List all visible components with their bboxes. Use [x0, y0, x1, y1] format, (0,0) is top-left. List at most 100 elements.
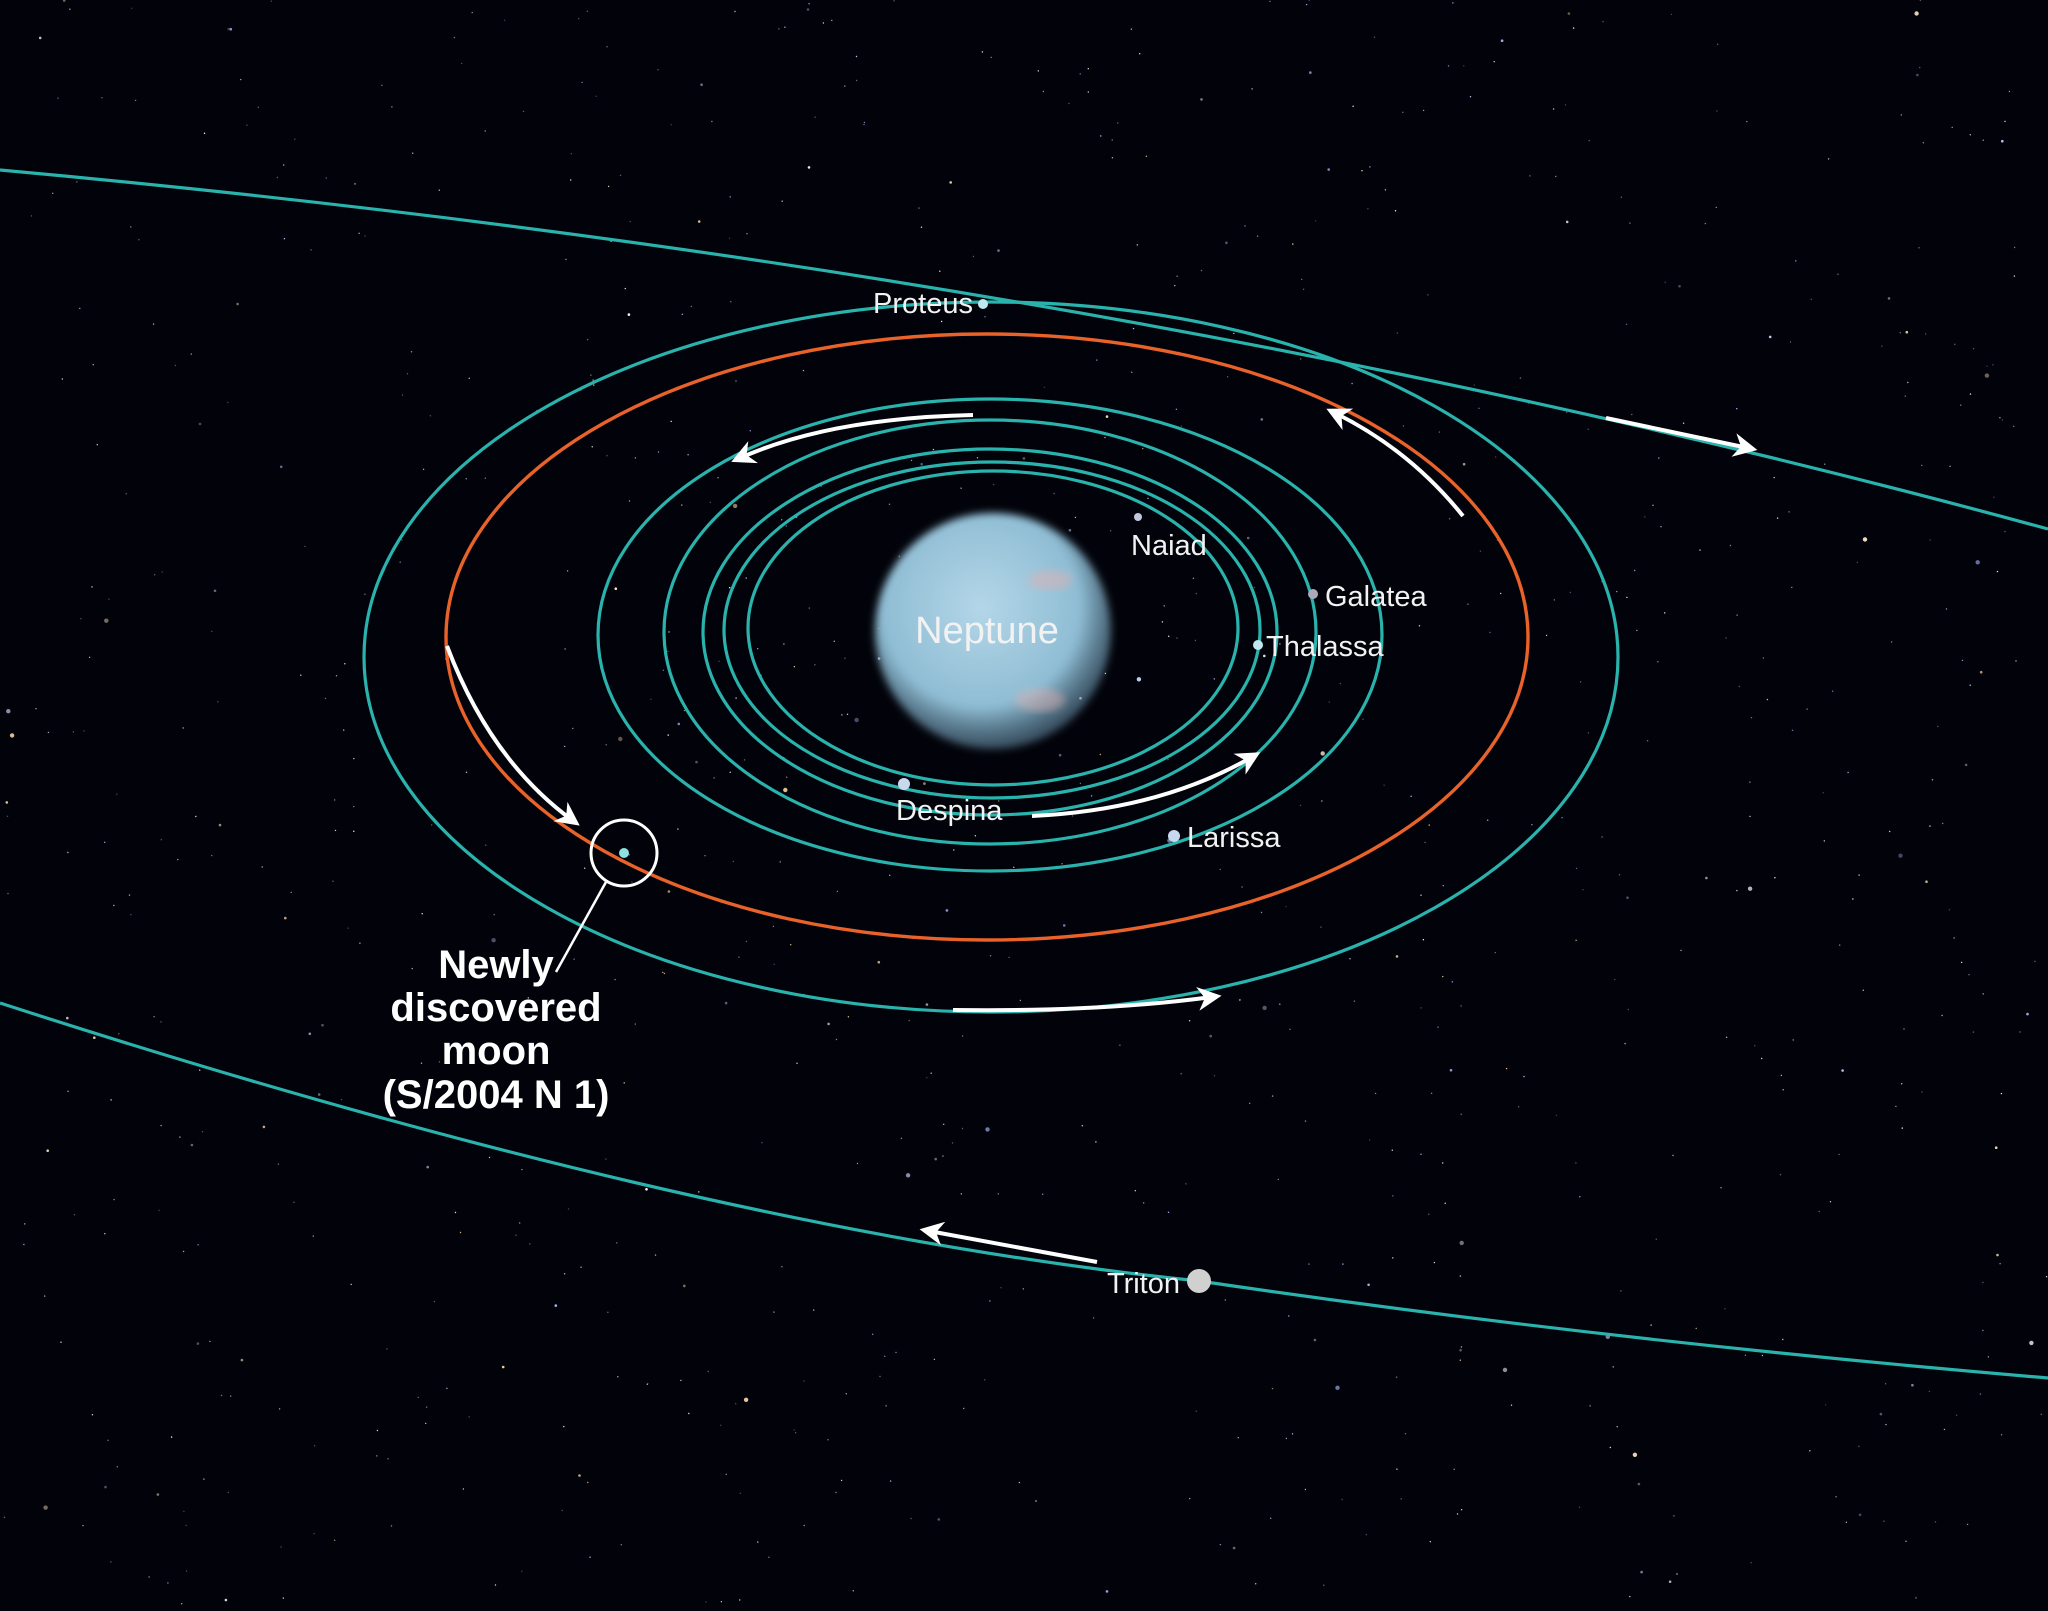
star	[304, 545, 306, 548]
star	[1951, 126, 1953, 129]
star	[1100, 135, 1102, 137]
star	[1901, 1083, 1903, 1085]
star	[681, 504, 683, 506]
star	[976, 457, 979, 459]
star	[182, 727, 184, 729]
star	[110, 1561, 112, 1563]
star	[889, 1480, 892, 1482]
star	[992, 483, 995, 486]
star	[1467, 603, 1469, 605]
star	[1136, 244, 1139, 246]
star	[667, 734, 669, 736]
star	[1858, 1513, 1862, 1517]
star	[1396, 332, 1399, 334]
star	[1904, 395, 1907, 397]
star	[735, 697, 737, 699]
star	[1629, 222, 1631, 224]
star	[1750, 717, 1753, 719]
star	[429, 415, 432, 417]
star	[203, 1478, 205, 1480]
star	[294, 138, 296, 140]
star	[2013, 425, 2015, 427]
naiad-dot	[1134, 513, 1142, 521]
star	[35, 708, 37, 710]
star	[1314, 220, 1317, 222]
star	[1373, 36, 1376, 38]
star	[80, 617, 82, 620]
star	[1588, 140, 1590, 142]
star	[529, 1243, 531, 1245]
star	[1986, 365, 1988, 367]
star	[399, 561, 401, 563]
star	[662, 669, 665, 671]
star	[1575, 1162, 1577, 1164]
star	[1510, 1404, 1513, 1406]
star	[381, 84, 383, 87]
star	[1188, 1020, 1191, 1022]
star	[1626, 896, 1629, 899]
star	[1999, 417, 2001, 419]
star	[1117, 122, 1119, 124]
star	[69, 8, 71, 10]
star	[586, 10, 588, 12]
star	[1442, 1162, 1444, 1164]
star	[698, 1191, 700, 1193]
star	[1984, 373, 1990, 378]
star	[131, 7, 133, 9]
star	[1019, 999, 1022, 1002]
star	[1132, 327, 1135, 330]
star	[278, 1408, 281, 1410]
star	[1523, 1075, 1525, 1078]
star	[1428, 1213, 1430, 1215]
star	[96, 444, 99, 446]
star	[844, 657, 846, 659]
star	[532, 1056, 535, 1058]
star	[1104, 672, 1107, 675]
star	[2045, 1276, 2048, 1278]
star	[38, 36, 42, 40]
star	[607, 185, 610, 188]
star	[1519, 377, 1522, 379]
star	[1478, 407, 1480, 409]
star	[1320, 751, 1325, 756]
star	[521, 1168, 523, 1171]
star	[1053, 492, 1055, 495]
star	[1948, 909, 1951, 911]
star	[1111, 139, 1113, 141]
star	[1473, 384, 1476, 386]
star	[1961, 961, 1963, 964]
star	[724, 1001, 728, 1005]
callout-leader-line	[554, 881, 608, 973]
star	[321, 1023, 324, 1027]
star	[743, 759, 746, 761]
star	[888, 503, 891, 505]
star	[567, 1208, 570, 1210]
star	[468, 1416, 470, 1418]
star	[807, 166, 811, 169]
star	[628, 500, 631, 502]
star	[1092, 1317, 1095, 1319]
star	[344, 663, 346, 665]
star	[730, 301, 732, 303]
star	[1672, 1154, 1674, 1157]
star	[1839, 944, 1841, 946]
star	[1895, 1105, 1897, 1108]
triton-orbit-lower	[0, 1001, 2048, 1380]
star	[1979, 670, 1983, 674]
star	[1500, 592, 1502, 595]
star	[522, 110, 525, 113]
proteus-dot	[978, 299, 988, 309]
star	[1174, 284, 1176, 287]
direction-arrow	[731, 413, 974, 464]
star	[779, 861, 781, 863]
despina-dot	[898, 778, 910, 790]
star	[961, 1035, 964, 1037]
star	[2013, 246, 2016, 249]
star	[739, 1492, 741, 1495]
star	[1566, 411, 1568, 414]
star	[607, 1311, 609, 1314]
star	[240, 78, 242, 81]
star	[1335, 1385, 1340, 1391]
star	[1369, 166, 1371, 168]
star	[605, 744, 607, 746]
